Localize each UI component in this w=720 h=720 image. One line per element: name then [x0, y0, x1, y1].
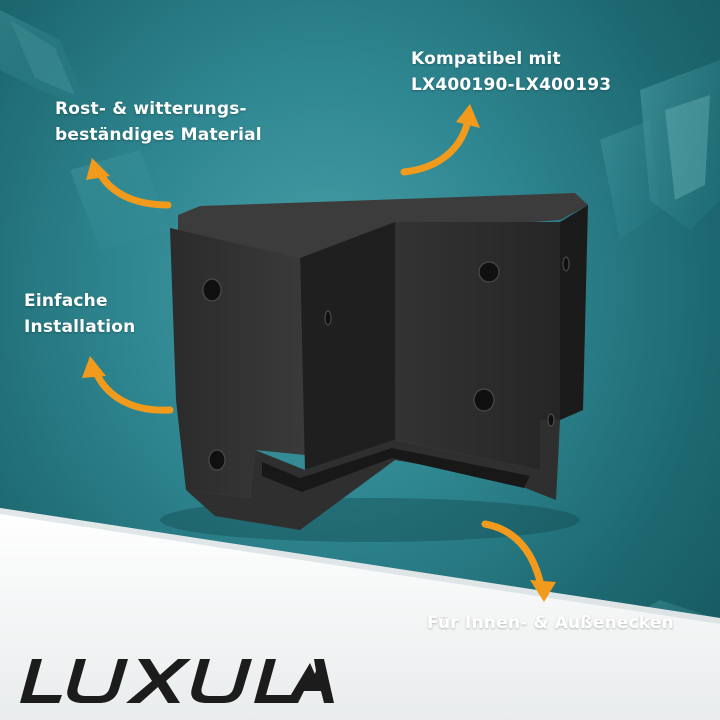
callout-rust-resistant: Rost- & witterungs- beständiges Material: [55, 96, 262, 148]
callout-rust-line1: Rost- & witterungs-: [55, 99, 247, 119]
chevron-decor-top-left: [0, 10, 90, 110]
callout-corners-text: Für Innen- & Außenecken: [427, 613, 674, 633]
callout-install-line2: Installation: [24, 317, 136, 337]
callout-corners: Für Innen- & Außenecken: [427, 610, 674, 636]
arrow-up-right-icon: [400, 116, 472, 176]
brand-logo: [20, 659, 334, 703]
callout-compat-line1: Kompatibel mit: [411, 49, 561, 69]
callout-install-line1: Einfache: [24, 291, 108, 311]
chevron-decor-top-right: [600, 60, 720, 240]
callout-installation: Einfache Installation: [24, 288, 135, 340]
arrow-down-right-icon: [481, 520, 546, 594]
callout-rust-line2: beständiges Material: [55, 125, 262, 145]
callout-compatibility: Kompatibel mit LX400190-LX400193: [411, 46, 611, 98]
arrow-up-left-icon: [91, 366, 174, 414]
callout-compat-line2: LX400190-LX400193: [411, 75, 612, 95]
